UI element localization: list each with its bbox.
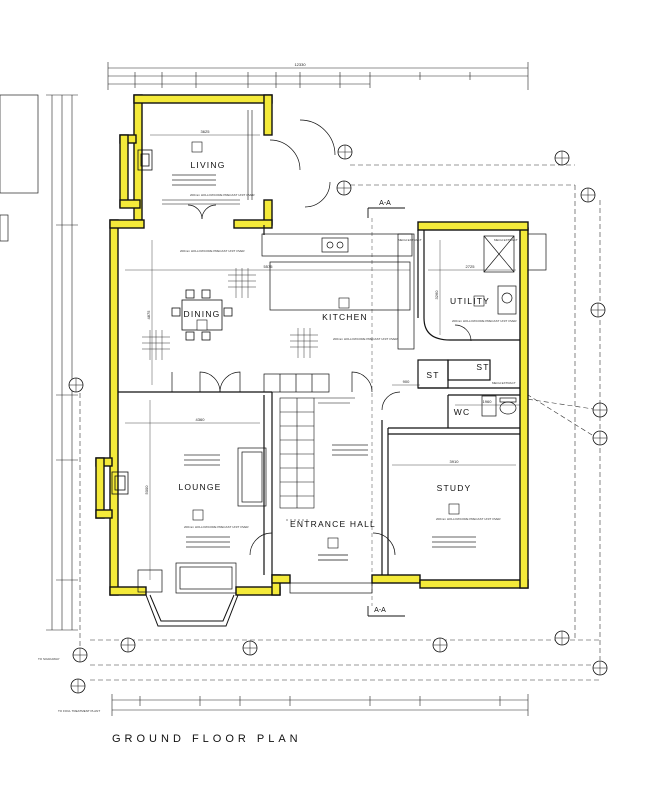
room-label-store-lower: ST: [476, 362, 489, 372]
drawing-title: GROUND FLOOR PLAN: [112, 733, 302, 745]
note-kitchen-floor: 200mm HOLLOWCORE PRECAST UNIT OVER: [333, 337, 398, 341]
dim-utility-depth: 3260: [434, 290, 439, 300]
room-label-kitchen: KITCHEN: [322, 312, 368, 322]
internal-partitions: [118, 225, 520, 575]
bottom-dimension-lines: [111, 694, 529, 716]
bay-window: [145, 594, 239, 627]
callout-mech-extract-kitchen: MECH EXTRACT: [398, 238, 422, 242]
chamber-crosshairs: [69, 145, 607, 693]
room-label-lounge: LOUNGE: [178, 482, 221, 492]
dim-lounge-depth: 5000: [144, 485, 149, 495]
lounge-furniture: [137, 447, 267, 594]
room-label-entrance-hall: ENTRANCE HALL: [290, 519, 376, 529]
room-label-dining: DINING: [184, 309, 221, 319]
dim-living-width: 3625: [201, 129, 211, 134]
doors: [171, 119, 472, 556]
section-marker-top: A-A: [379, 200, 391, 207]
dim-hall-width: 900: [403, 379, 410, 384]
dim-kitchen-width: 5575: [264, 264, 274, 269]
room-label-store-upper: ST: [426, 370, 439, 380]
staircase: [279, 397, 355, 521]
joist-direction-markers: [172, 174, 476, 548]
section-cut-lines: [367, 207, 405, 617]
room-label-utility: UTILITY: [450, 296, 490, 306]
section-marker-bottom: A-A: [374, 607, 386, 614]
callout-mech-extract-utility: MECH EXTRACT: [494, 238, 518, 242]
room-dimension-lines: [125, 134, 520, 580]
callout-to-soakaway: TO SOAKAWAY: [38, 657, 60, 661]
sanitary-fixtures: [481, 233, 547, 417]
room-tag-boxes: [191, 141, 485, 549]
living-glazing: [162, 110, 253, 205]
note-lounge-floor: 200mm HOLLOWCORE PRECAST UNIT OVER: [184, 525, 249, 529]
kitchen-worktops: [261, 233, 415, 393]
chimney-lounge: [111, 471, 129, 495]
room-label-study: STUDY: [437, 483, 472, 493]
dim-wc-width: 1960: [483, 399, 493, 404]
entrance-porch: [289, 554, 373, 594]
left-dimension-lines: [46, 94, 78, 631]
callout-mech-extract-wc: MECH EXTRACT: [492, 381, 516, 385]
dining-table: [171, 289, 233, 341]
callout-to-foul-treatment: TO FOUL TREATMENT PLANT: [58, 709, 100, 713]
roof-lights: [142, 268, 318, 360]
note-dining-floor: 200mm HOLLOWCORE PRECAST UNIT OVER: [180, 249, 245, 253]
dim-utility-width: 2725: [466, 264, 476, 269]
top-overall-dimension: 12330: [294, 62, 306, 67]
dim-lounge-width: 4360: [196, 417, 206, 422]
dim-dining-depth: 4875: [146, 310, 151, 320]
note-living-floor: 200mm HOLLOWCORE PRECAST UNIT OVER: [190, 193, 255, 197]
chimney-living: [137, 149, 153, 171]
note-utility-floor: 200mm HOLLOWCORE PRECAST UNIT OVER: [452, 319, 517, 323]
drainage-runs: [79, 164, 601, 681]
room-label-wc: WC: [454, 407, 471, 417]
title-block-fragment: [0, 94, 39, 242]
top-dimension-lines: [107, 62, 529, 90]
dim-study-width: 3910: [450, 459, 460, 464]
note-study-floor: 200mm HOLLOWCORE PRECAST UNIT OVER: [436, 517, 501, 521]
room-label-living: LIVING: [190, 160, 225, 170]
